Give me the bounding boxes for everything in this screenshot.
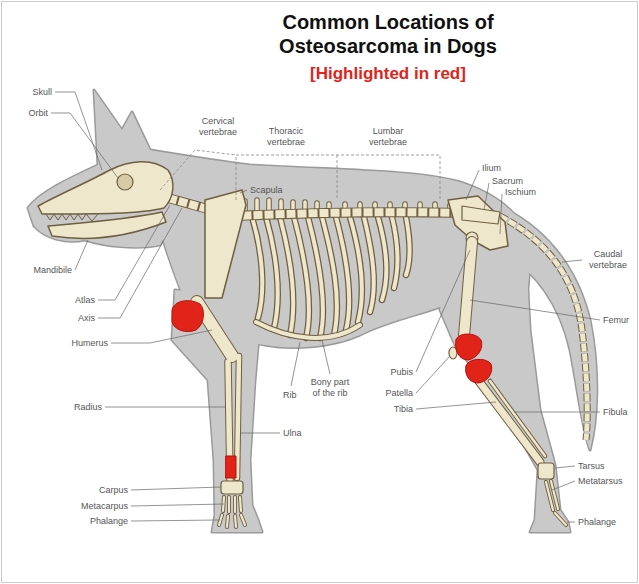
hindleg-outline bbox=[464, 242, 566, 525]
tumour-femur bbox=[456, 334, 482, 360]
part-label: Tibia bbox=[394, 404, 413, 415]
part-label: Humerus bbox=[71, 338, 108, 349]
part-label: Femur bbox=[603, 315, 629, 326]
part-label: Sacrum bbox=[492, 176, 523, 187]
part-label: Patella bbox=[385, 388, 413, 399]
part-label: Scapula bbox=[250, 185, 283, 196]
leader-lines bbox=[51, 92, 600, 522]
part-label: Caudal vertebrae bbox=[584, 249, 632, 271]
part-label: Phalange bbox=[578, 517, 616, 528]
region-bracket bbox=[160, 150, 440, 200]
part-label: Radius bbox=[74, 402, 102, 413]
dog-silhouette bbox=[28, 90, 597, 532]
part-label: Bony part of the rib bbox=[306, 377, 354, 399]
part-label: Ulna bbox=[283, 428, 302, 439]
mandible-bone bbox=[48, 212, 166, 238]
part-label: Ilium bbox=[482, 163, 501, 174]
ribs bbox=[252, 217, 410, 338]
diagram-title: Common Locations of Osteosarcoma in Dogs bbox=[258, 10, 518, 58]
dog-outline bbox=[28, 90, 597, 532]
sternum-outline bbox=[256, 322, 360, 338]
tarsus-bone bbox=[538, 463, 554, 479]
caudal-vertebrae bbox=[500, 216, 587, 440]
sternum bbox=[256, 322, 360, 338]
part-label: Cervical vertebrae bbox=[189, 116, 247, 138]
part-label: Axis bbox=[78, 313, 95, 324]
part-label: Ischium bbox=[505, 187, 536, 198]
part-label: Metatarsus bbox=[578, 476, 623, 487]
scapula-bone bbox=[205, 190, 246, 298]
skull-bone bbox=[38, 162, 173, 214]
rib-outline bbox=[252, 217, 410, 338]
sacrum-bone bbox=[462, 206, 500, 224]
carpus-bone bbox=[221, 481, 243, 494]
part-label: Metacarpus bbox=[81, 501, 128, 512]
part-label: Orbit bbox=[28, 108, 48, 119]
skeleton bbox=[38, 162, 587, 527]
tumour-radius bbox=[226, 456, 236, 478]
part-label: Mandibile bbox=[33, 265, 72, 276]
caudal-outline bbox=[500, 216, 587, 440]
part-label: Atlas bbox=[75, 295, 95, 306]
part-label: Tarsus bbox=[578, 461, 605, 472]
part-label: Fibula bbox=[603, 407, 628, 418]
tumour-humerus bbox=[172, 301, 203, 332]
part-label: Pubis bbox=[390, 367, 413, 378]
tumour-tibia bbox=[466, 359, 492, 383]
foreleg-outline bbox=[197, 302, 245, 527]
subtitle: [Highlighted in red] bbox=[310, 64, 466, 84]
orbit bbox=[117, 174, 133, 190]
part-label: Lumbar vertebrae bbox=[361, 126, 415, 148]
part-label: Rib bbox=[283, 390, 297, 401]
hindleg-bones bbox=[464, 242, 566, 525]
teeth bbox=[46, 214, 98, 221]
pelvis-bone bbox=[448, 196, 508, 250]
foreleg-bones bbox=[197, 302, 245, 527]
part-label: Thoracic vertebrae bbox=[259, 126, 313, 148]
part-label: Carpus bbox=[99, 485, 128, 496]
part-label: Phalange bbox=[90, 516, 128, 527]
part-label: Skull bbox=[32, 87, 52, 98]
